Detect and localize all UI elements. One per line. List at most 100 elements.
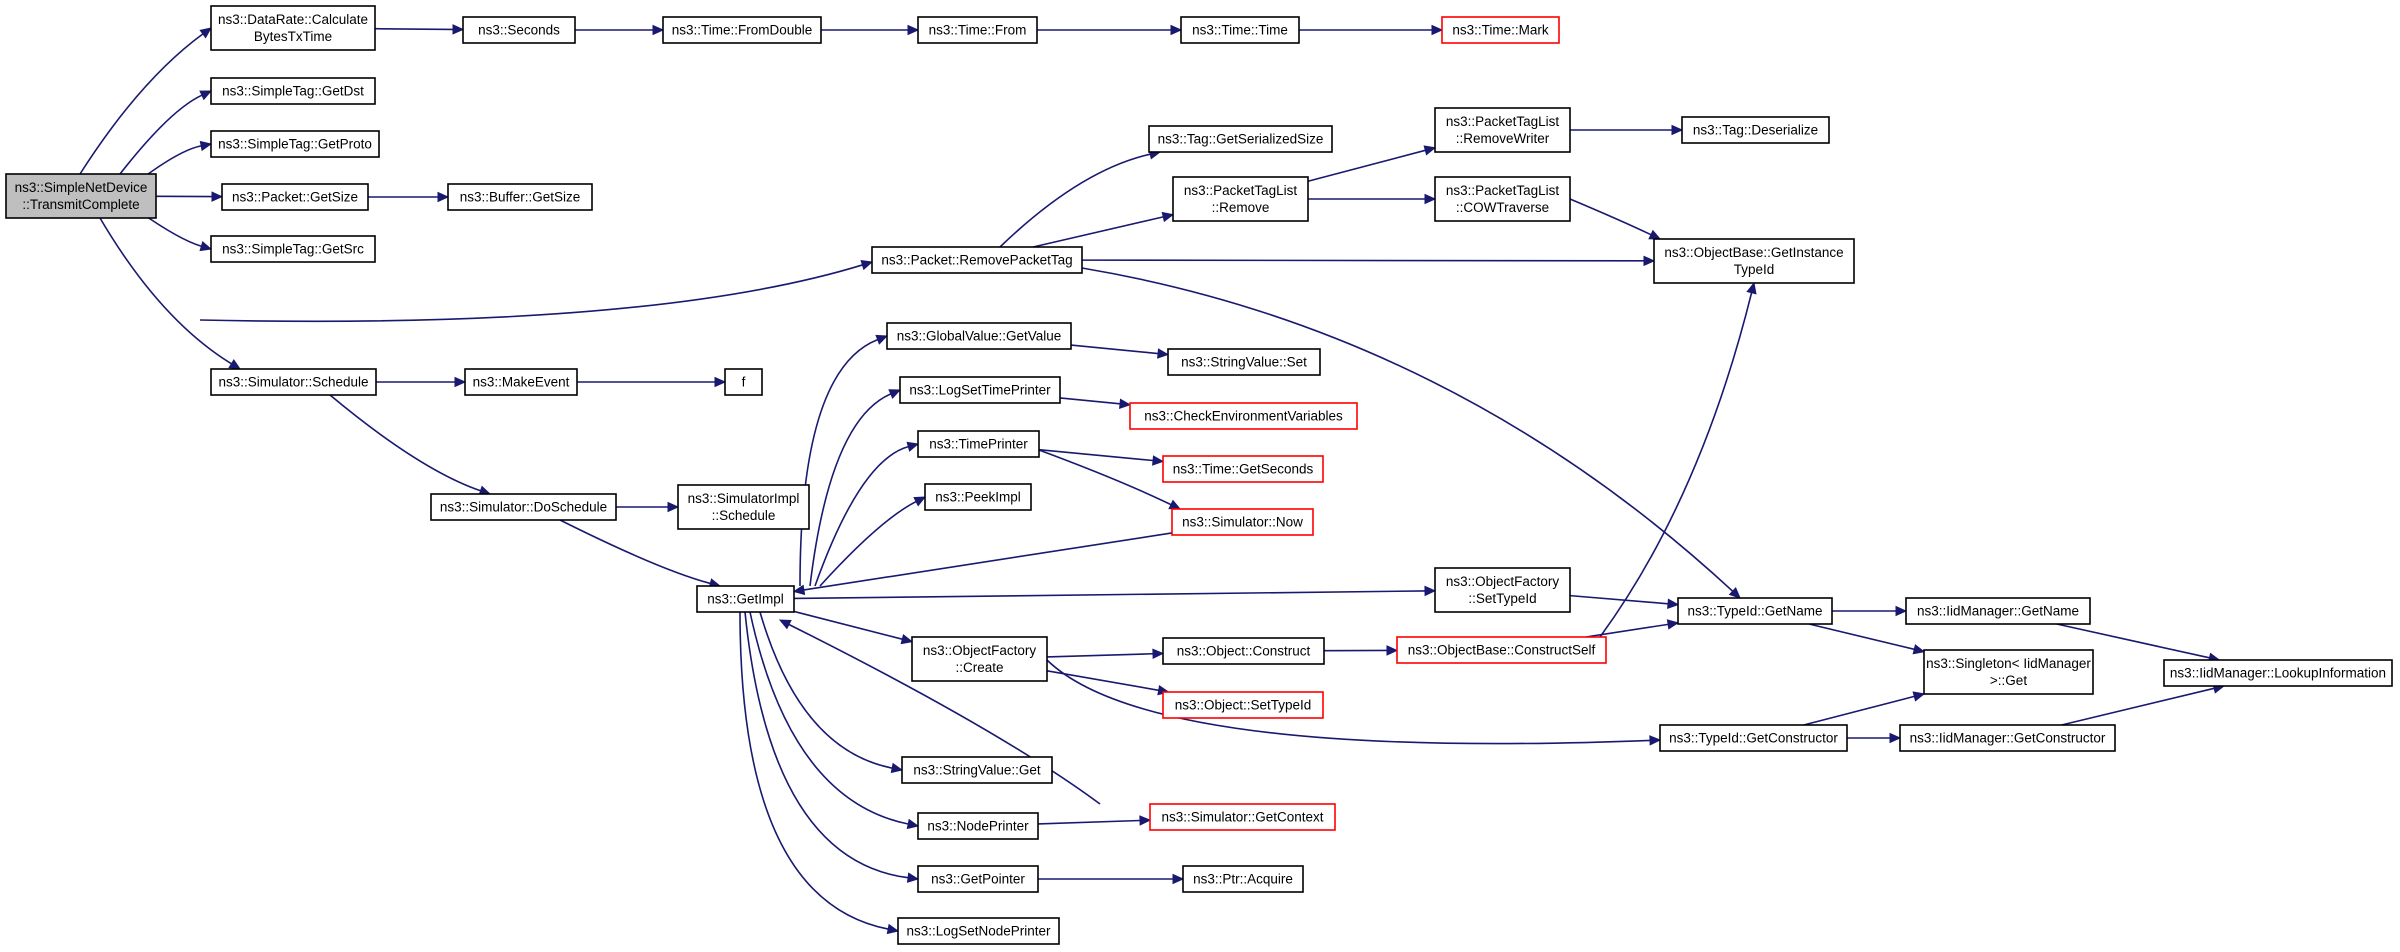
function-node-label: ::RemoveWriter xyxy=(1456,131,1550,146)
function-node-label: ns3::StringValue::Set xyxy=(1181,355,1307,370)
function-node-label: ns3::Seconds xyxy=(478,23,560,38)
function-node-implsched[interactable]: ns3::SimulatorImpl::Schedule xyxy=(677,484,810,530)
function-node-from[interactable]: ns3::Time::From xyxy=(917,16,1038,44)
function-node-iidctor[interactable]: ns3::IidManager::GetConstructor xyxy=(1899,724,2116,752)
function-node-ofcreate[interactable]: ns3::ObjectFactory::Create xyxy=(911,636,1048,682)
arrowhead-icon xyxy=(1119,398,1132,410)
call-edge xyxy=(1847,732,1902,744)
function-node-getctor[interactable]: ns3::TypeId::GetConstructor xyxy=(1659,724,1848,752)
call-edge xyxy=(616,501,680,513)
function-node-logtime[interactable]: ns3::LogSetTimePrinter xyxy=(899,376,1061,404)
function-node-cowtraverse[interactable]: ns3::PacketTagList::COWTraverse xyxy=(1434,176,1571,222)
function-node-nodeprinter[interactable]: ns3::NodePrinter xyxy=(917,812,1039,840)
call-edge-line xyxy=(744,611,909,879)
function-node-objconstruct[interactable]: ns3::Object::Construct xyxy=(1162,637,1325,665)
function-node-peekimpl[interactable]: ns3::PeekImpl xyxy=(924,483,1032,511)
function-node-box xyxy=(1396,636,1607,664)
function-node-box xyxy=(1905,597,2091,625)
arrowhead-icon xyxy=(1667,598,1680,609)
call-edge-line xyxy=(1059,397,1121,405)
arrowhead-icon xyxy=(199,27,212,39)
function-node-svset[interactable]: ns3::StringValue::Set xyxy=(1167,348,1321,376)
call-edge-line xyxy=(1038,449,1172,506)
function-node-doschedule[interactable]: ns3::Simulator::DoSchedule xyxy=(430,493,617,521)
arrowhead-icon xyxy=(1157,348,1170,359)
function-node-root[interactable]: ns3::SimpleNetDevice::TransmitComplete xyxy=(5,173,157,219)
function-node-box xyxy=(210,5,376,51)
call-edge xyxy=(1032,211,1175,248)
arrowhead-icon xyxy=(890,762,904,774)
arrowhead-icon xyxy=(437,191,450,203)
function-node-singleton[interactable]: ns3::Singleton< IidManager >::Get xyxy=(1923,649,2094,695)
function-node-iidname[interactable]: ns3::IidManager::GetName xyxy=(1905,597,2091,625)
function-node-box xyxy=(210,77,376,105)
call-edge xyxy=(1081,255,1656,267)
function-node-ptracquire[interactable]: ns3::Ptr::Acquire xyxy=(1182,865,1304,893)
function-node-lognode[interactable]: ns3::LogSetNodePrinter xyxy=(897,917,1060,945)
call-edge-line xyxy=(799,338,878,587)
function-node-getseconds[interactable]: ns3::Time::GetSeconds xyxy=(1162,455,1324,483)
function-node-setobjtypeid[interactable]: ns3::Object::SetTypeId xyxy=(1162,691,1324,719)
function-node-simnow[interactable]: ns3::Simulator::Now xyxy=(1171,508,1314,536)
function-node-box xyxy=(1681,116,1830,144)
function-node-label: ::TransmitComplete xyxy=(22,197,139,212)
arrowhead-icon xyxy=(875,334,889,345)
function-node-box xyxy=(924,483,1032,511)
call-edge xyxy=(999,149,1162,248)
function-node-svget[interactable]: ns3::StringValue::Get xyxy=(901,756,1053,784)
call-edge-line xyxy=(1046,652,1154,658)
call-edge xyxy=(1832,605,1908,617)
function-node-box xyxy=(464,368,578,396)
function-node-f[interactable]: f xyxy=(724,368,763,396)
function-node-getimpl[interactable]: ns3::GetImpl xyxy=(696,585,795,613)
function-node-ptlremove[interactable]: ns3::PacketTagList::Remove xyxy=(1172,176,1309,222)
function-node-constructself[interactable]: ns3::ObjectBase::ConstructSelf xyxy=(1396,636,1607,664)
function-node-box xyxy=(917,430,1040,458)
function-node-timeprinter[interactable]: ns3::TimePrinter xyxy=(917,430,1040,458)
function-node-getpointer[interactable]: ns3::GetPointer xyxy=(917,865,1039,893)
function-node-ofsettypeid[interactable]: ns3::ObjectFactory::SetTypeId xyxy=(1434,567,1571,613)
function-node-box xyxy=(447,183,593,211)
call-edge xyxy=(575,24,665,36)
function-node-label: ns3::DataRate::Calculate xyxy=(218,12,368,27)
arrowhead-icon xyxy=(900,633,914,645)
function-node-removewriter[interactable]: ns3::PacketTagList::RemoveWriter xyxy=(1434,107,1571,153)
function-node-label: ns3::SimulatorImpl xyxy=(688,491,800,506)
arrowhead-icon xyxy=(778,619,792,630)
call-edge-line xyxy=(803,532,1173,591)
call-edge-line xyxy=(2061,687,2215,726)
call-edge xyxy=(759,611,904,774)
function-node-seconds[interactable]: ns3::Seconds xyxy=(462,16,576,44)
function-node-typeidname[interactable]: ns3::TypeId::GetName xyxy=(1677,597,1833,625)
function-node-tagsize[interactable]: ns3::Tag::GetSerializedSize xyxy=(1148,125,1333,153)
function-node-makeevent[interactable]: ns3::MakeEvent xyxy=(464,368,578,396)
function-node-timemark[interactable]: ns3::Time::Mark xyxy=(1441,16,1560,44)
function-node-label: ns3::TypeId::GetName xyxy=(1687,604,1822,619)
function-node-schedule[interactable]: ns3::Simulator::Schedule xyxy=(210,368,377,396)
function-node-box xyxy=(897,917,1060,945)
function-node-getproto[interactable]: ns3::SimpleTag::GetProto xyxy=(210,130,380,158)
call-edge-line xyxy=(119,94,203,175)
function-node-pktsize[interactable]: ns3::Packet::GetSize xyxy=(221,183,369,211)
function-node-checkenv[interactable]: ns3::CheckEnvironmentVariables xyxy=(1129,402,1358,430)
arrowhead-icon xyxy=(1424,585,1437,597)
function-node-tagdeser[interactable]: ns3::Tag::Deserialize xyxy=(1681,116,1830,144)
function-node-lookup[interactable]: ns3::IidManager::LookupInformation xyxy=(2163,659,2393,687)
function-node-timetime[interactable]: ns3::Time::Time xyxy=(1180,16,1300,44)
arrowhead-icon xyxy=(906,441,920,452)
function-node-box xyxy=(1653,238,1855,284)
arrowhead-icon xyxy=(860,260,874,271)
function-node-fromdouble[interactable]: ns3::Time::FromDouble xyxy=(662,16,822,44)
arrowhead-icon xyxy=(211,191,224,202)
function-node-bufsize[interactable]: ns3::Buffer::GetSize xyxy=(447,183,593,211)
call-edge-line xyxy=(329,394,481,492)
arrowhead-icon xyxy=(1386,645,1399,656)
function-node-gvget[interactable]: ns3::GlobalValue::GetValue xyxy=(886,322,1072,350)
function-node-removetag[interactable]: ns3::Packet::RemovePacketTag xyxy=(871,246,1083,274)
function-node-getcontext[interactable]: ns3::Simulator::GetContext xyxy=(1149,803,1336,831)
function-node-getdst[interactable]: ns3::SimpleTag::GetDst xyxy=(210,77,376,105)
call-edge xyxy=(793,585,1437,600)
function-node-getsrc[interactable]: ns3::SimpleTag::GetSrc xyxy=(210,235,376,263)
